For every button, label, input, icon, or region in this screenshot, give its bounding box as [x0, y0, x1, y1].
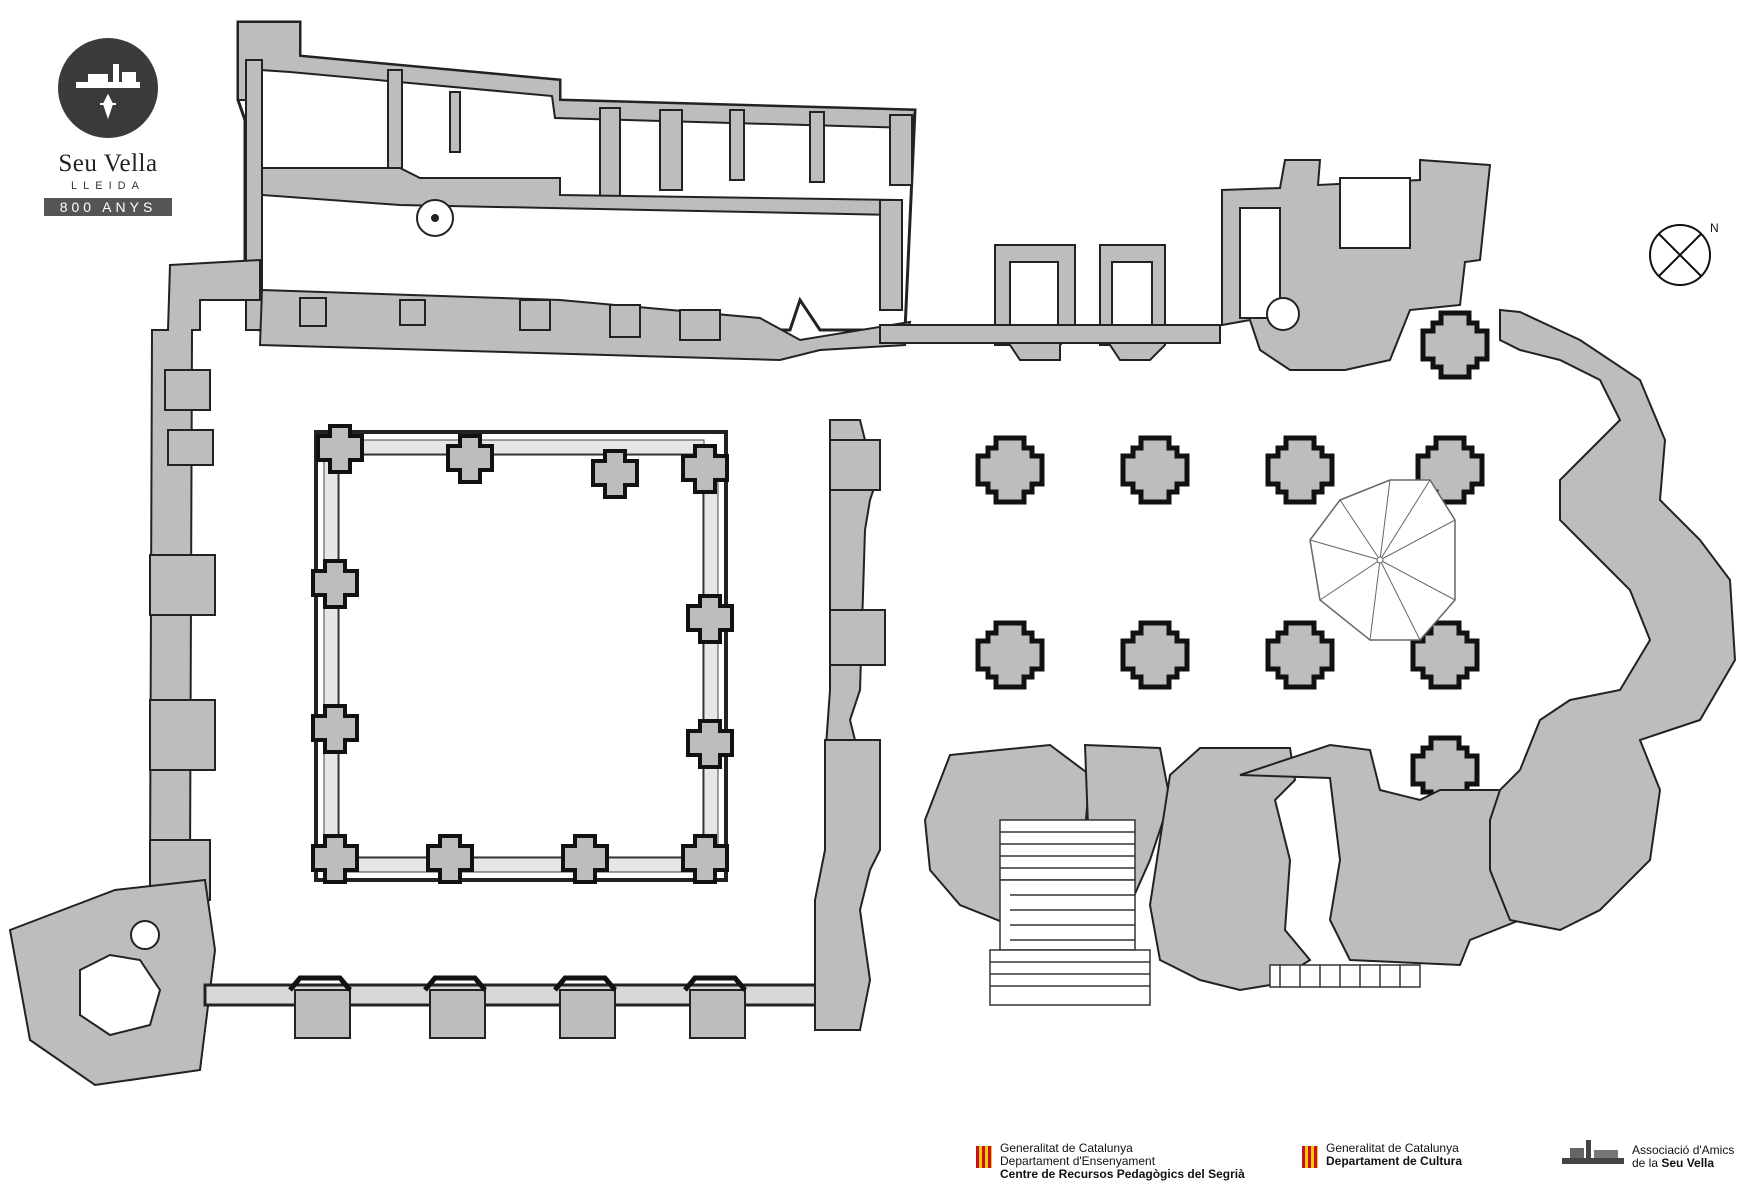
footer-ensenyament: Generalitat de Catalunya Departament d'E… — [1000, 1142, 1245, 1181]
amics-line2-bold: Seu Vella — [1661, 1156, 1715, 1170]
footer-cultura: Generalitat de Catalunya Departament de … — [1326, 1142, 1462, 1168]
anniversary-badge: 800 ANYS — [44, 198, 172, 216]
cloister — [311, 424, 734, 884]
cathedral-silhouette-icon — [76, 64, 140, 120]
ensenyament-line2: Departament d'Ensenyament — [1000, 1154, 1156, 1168]
south-gallery — [203, 959, 861, 1039]
amics-line2: de la Seu Vella — [1632, 1157, 1734, 1170]
west-wall — [8, 258, 261, 1087]
compass-north-label: N — [1710, 221, 1719, 235]
compass-rose: N — [1649, 221, 1719, 286]
amics-line2-prefix: de la — [1632, 1156, 1662, 1170]
logo-subtitle: LLEIDA — [71, 180, 145, 192]
ensenyament-line3: Centre de Recursos Pedagògics del Segrià — [1000, 1167, 1245, 1181]
cathedral-walls — [814, 158, 1737, 1031]
cultura-line1: Generalitat de Catalunya — [1326, 1141, 1459, 1155]
seu-vella-logo: Seu Vella LLEIDA 800 ANYS — [36, 38, 180, 216]
cultura-line2: Departament de Cultura — [1326, 1154, 1463, 1168]
logo-title: Seu Vella — [58, 150, 158, 177]
logo-emblem — [58, 38, 158, 138]
ensenyament-line1: Generalitat de Catalunya — [1000, 1141, 1133, 1155]
footer-amics: Associació d'Amics de la Seu Vella — [1632, 1144, 1734, 1170]
catalan-flag-icon — [1302, 1146, 1318, 1168]
amics-cathedral-icon — [1562, 1140, 1624, 1164]
north-range — [236, 20, 917, 362]
south-steps — [989, 819, 1421, 1006]
catalan-flag-icon — [976, 1146, 992, 1168]
crossing-octagon — [1309, 479, 1456, 641]
amics-line1: Associació d'Amics — [1632, 1143, 1735, 1157]
